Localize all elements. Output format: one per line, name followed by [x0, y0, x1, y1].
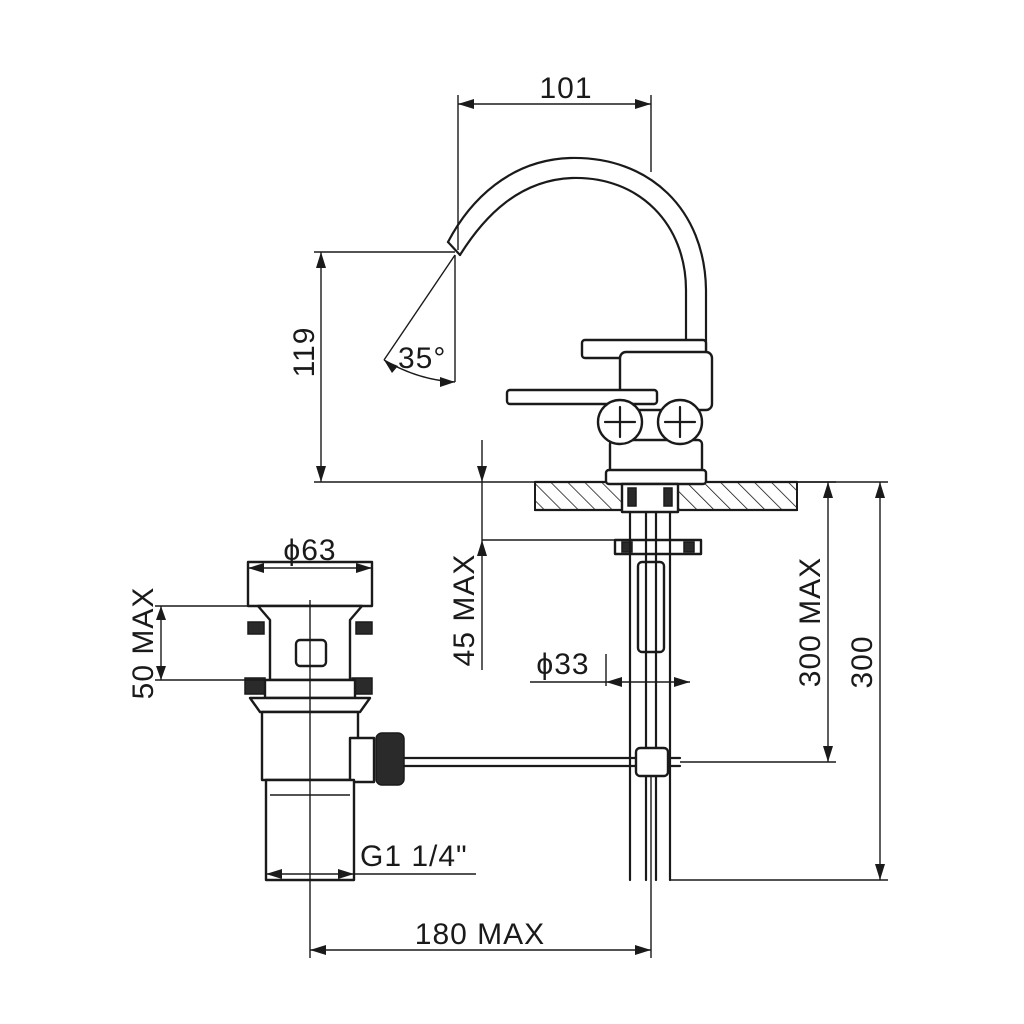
- dim-label-angle: 35°: [398, 342, 446, 375]
- dim-spout-angle: [383, 254, 456, 387]
- dim-shank-diameter: [530, 654, 690, 687]
- dim-label-101: 101: [539, 72, 592, 105]
- dim-label-phi33: ϕ33: [536, 648, 589, 681]
- dim-label-thread: G1 1/4": [360, 840, 468, 873]
- dim-drain-thread: [266, 869, 476, 879]
- dim-label-45max: 45 MAX: [448, 554, 481, 667]
- faucet-body: [505, 338, 714, 486]
- dim-spout-height: [314, 251, 535, 483]
- faucet-spout: [446, 156, 708, 357]
- dim-rod-length: [309, 600, 652, 958]
- dim-spout-reach: [457, 95, 652, 250]
- dim-label-180max: 180 MAX: [415, 918, 545, 951]
- dim-label-300: 300: [846, 635, 879, 688]
- mounting-hardware: [613, 482, 703, 882]
- dim-drain-diameter: [247, 562, 372, 573]
- dim-shank-length-max: [680, 481, 836, 763]
- dim-label-119: 119: [288, 327, 321, 378]
- dim-label-300max: 300 MAX: [794, 557, 827, 687]
- dim-label-phi63: ϕ63: [283, 534, 336, 567]
- dim-deck-thickness: [477, 440, 615, 670]
- dim-shank-length: [670, 481, 888, 881]
- dim-label-50max: 50 MAX: [127, 587, 160, 700]
- dim-drain-height: [155, 605, 265, 681]
